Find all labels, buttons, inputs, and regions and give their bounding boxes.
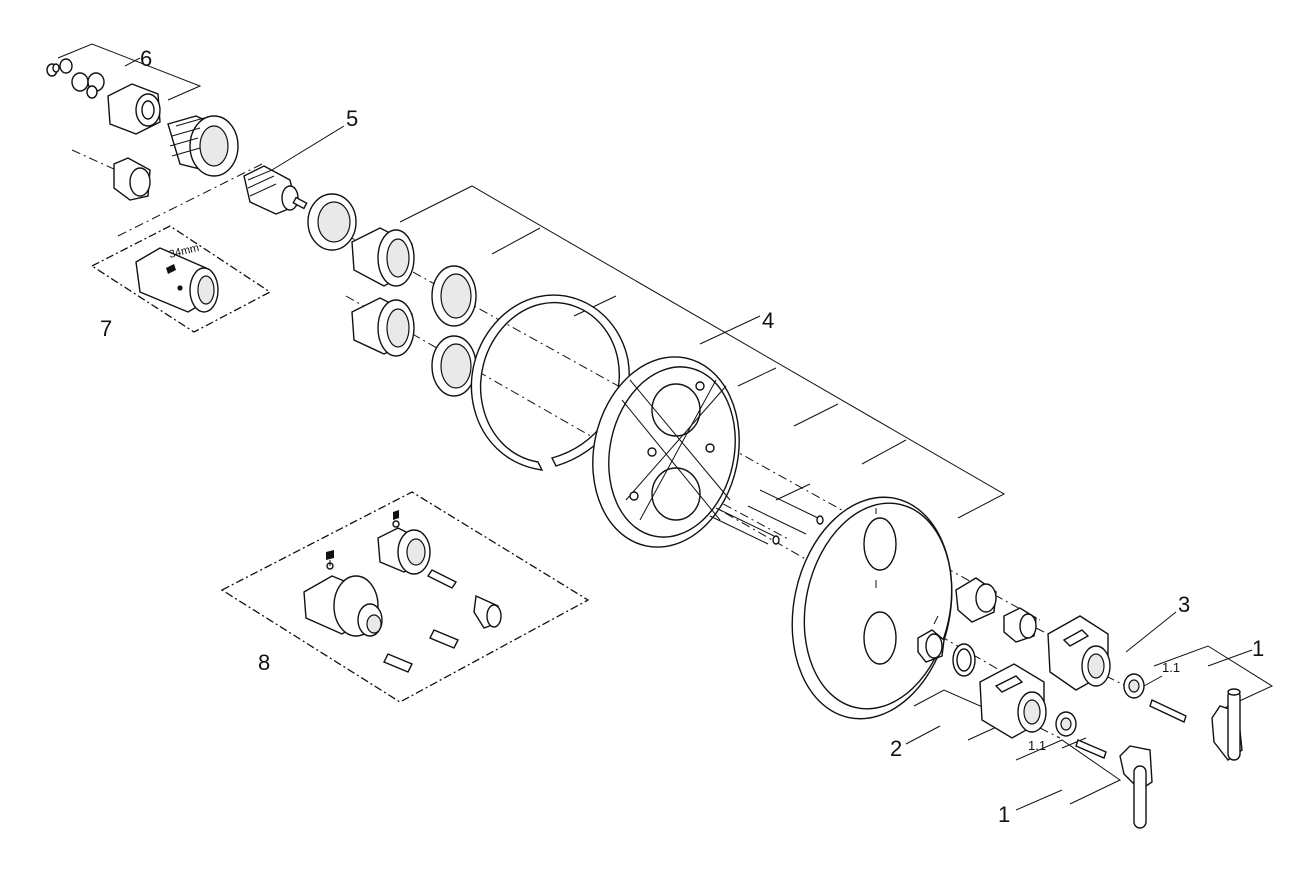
callout-4: 4 [762, 308, 774, 333]
callout-2: 2 [890, 736, 902, 761]
callout-1-1-lower: 1.1 [1028, 738, 1046, 753]
handle-pins [1075, 699, 1187, 759]
part-8-service-kit [220, 491, 590, 703]
mounting-screws [709, 489, 824, 545]
mounting-plate [592, 356, 740, 548]
splined-gears [1055, 673, 1145, 737]
callout-1-right: 1 [1252, 636, 1264, 661]
o-rings [431, 265, 477, 397]
part-5-cartridge [243, 165, 308, 215]
threaded-connector [167, 115, 239, 177]
cover-plate [791, 496, 953, 720]
spline-adapter [1003, 607, 1037, 643]
bushings [351, 227, 415, 357]
callout-7: 7 [100, 316, 112, 341]
callout-1-1-right: 1.1 [1162, 660, 1180, 675]
leader-lines [57, 43, 1274, 811]
callout-3: 3 [1178, 592, 1190, 617]
part-3-handle-sleeve [1047, 615, 1111, 691]
callout-labels: 6 5 7 4 8 3 1 2 1 1.1 1.1 [100, 46, 1264, 827]
split-ring [470, 294, 630, 471]
part-7-extension: 34mm [90, 225, 272, 333]
small-o-ring [952, 643, 976, 677]
part-1-lever-handle-lower [1119, 745, 1153, 829]
ring-seal [307, 193, 357, 251]
stop-ring [917, 629, 945, 663]
adapter [955, 577, 997, 623]
callout-1-lower: 1 [998, 802, 1010, 827]
part-1-lever-handle-right [1211, 688, 1243, 761]
callout-6: 6 [140, 46, 152, 71]
callout-8: 8 [258, 650, 270, 675]
sleeve [113, 157, 151, 201]
callout-5: 5 [346, 106, 358, 131]
part-group-6 [46, 58, 161, 135]
part-2-handle-sleeve [979, 663, 1047, 739]
